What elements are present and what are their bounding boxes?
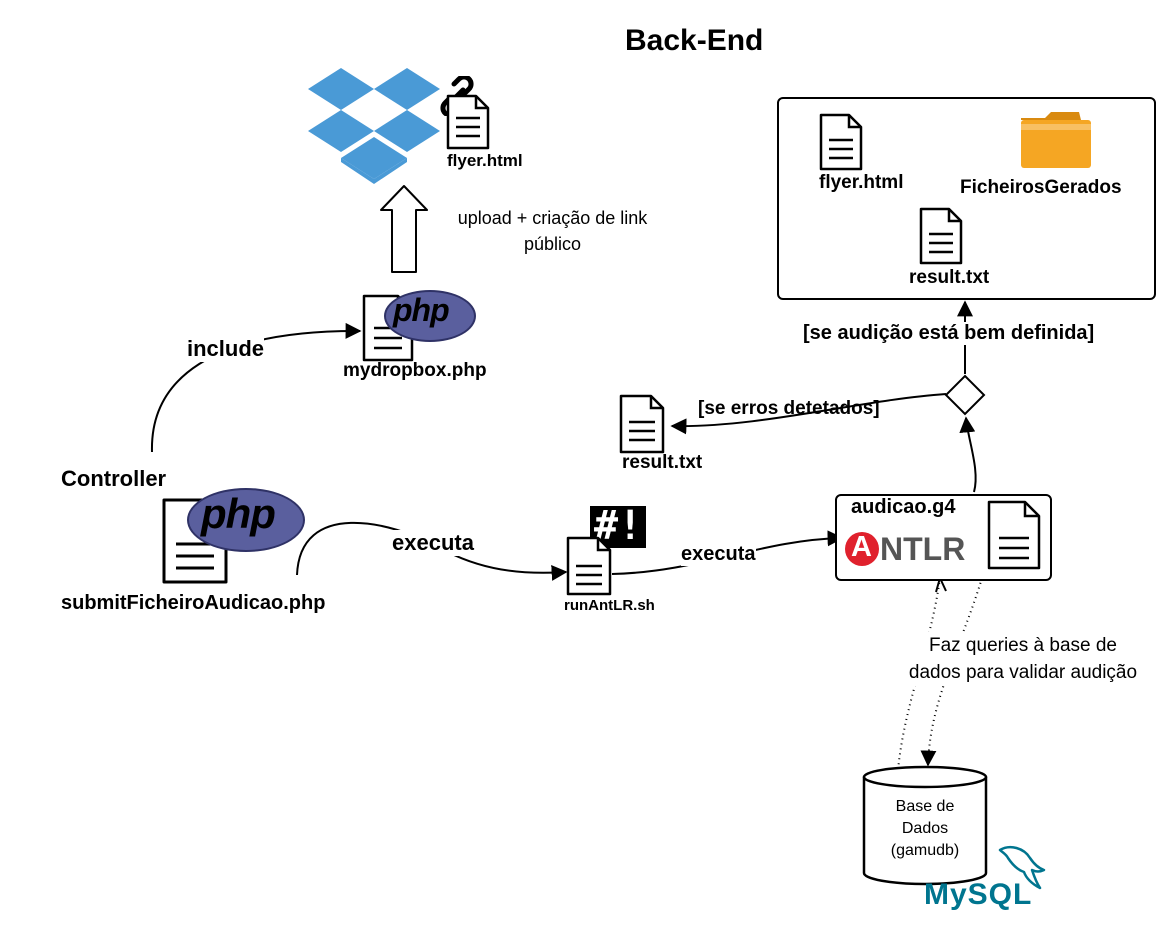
upload-label: upload + criação de link público [457, 208, 648, 254]
script-label: runAntLR.sh [564, 597, 655, 614]
antlr-logo-text: NTLR [880, 531, 966, 567]
output-result-label: result.txt [909, 267, 990, 288]
mysql-logo-text: MySQL [924, 878, 1033, 911]
output-result-file-icon [919, 207, 963, 265]
folder-icon [1021, 112, 1091, 168]
decision-diamond [944, 374, 986, 416]
controller-file-label: submitFicheiroAudicao.php [61, 592, 326, 614]
page-title: Back-End [625, 24, 764, 57]
executa-label-1: executa [392, 530, 474, 556]
antlr-to-decision-arrow [959, 416, 977, 493]
mysql-dolphin-icon [998, 846, 1046, 890]
php-logo-large [187, 488, 305, 552]
result-left-label: result.txt [622, 452, 703, 473]
database-cylinder [862, 765, 988, 886]
result-left-file-icon [619, 394, 665, 454]
antlr-logo-letter: A [851, 531, 872, 563]
executa-label-2: executa [681, 543, 756, 566]
php-logo-small-text: php [393, 292, 450, 328]
dropbox-icon [308, 68, 440, 184]
success-label: [se audição está bem definida] [803, 322, 1095, 345]
grammar-file-icon [987, 500, 1041, 570]
antlr-logo-circle [845, 532, 879, 566]
mydropbox-label: mydropbox.php [343, 360, 487, 381]
include-label: include [187, 336, 265, 362]
php-logo-small [384, 290, 476, 342]
script-file-icon [566, 536, 612, 596]
database-line-2: Dados [901, 820, 949, 837]
upload-arrow [380, 185, 428, 273]
queries-label: Faz queries à base de dados para validar… [903, 632, 1143, 686]
flyer-file-icon [446, 94, 490, 150]
flyer-label: flyer.html [447, 151, 523, 170]
database-label: Base de Dados (gamudb) [862, 796, 988, 862]
output-flyer-label: flyer.html [819, 172, 904, 193]
php-logo-large-text: php [201, 490, 276, 537]
grammar-label: audicao.g4 [851, 496, 956, 518]
errors-arrow [670, 393, 947, 435]
query-dotted-line-1 [897, 577, 941, 771]
controller-heading: Controller [61, 466, 167, 491]
database-line-3: (gamudb) [890, 842, 960, 859]
include-arrow [150, 322, 362, 453]
output-flyer-file-icon [819, 113, 863, 171]
folder-label: FicheirosGerados [960, 177, 1122, 198]
database-line-1: Base de [895, 798, 955, 815]
errors-label: [se erros detetados] [698, 398, 880, 419]
